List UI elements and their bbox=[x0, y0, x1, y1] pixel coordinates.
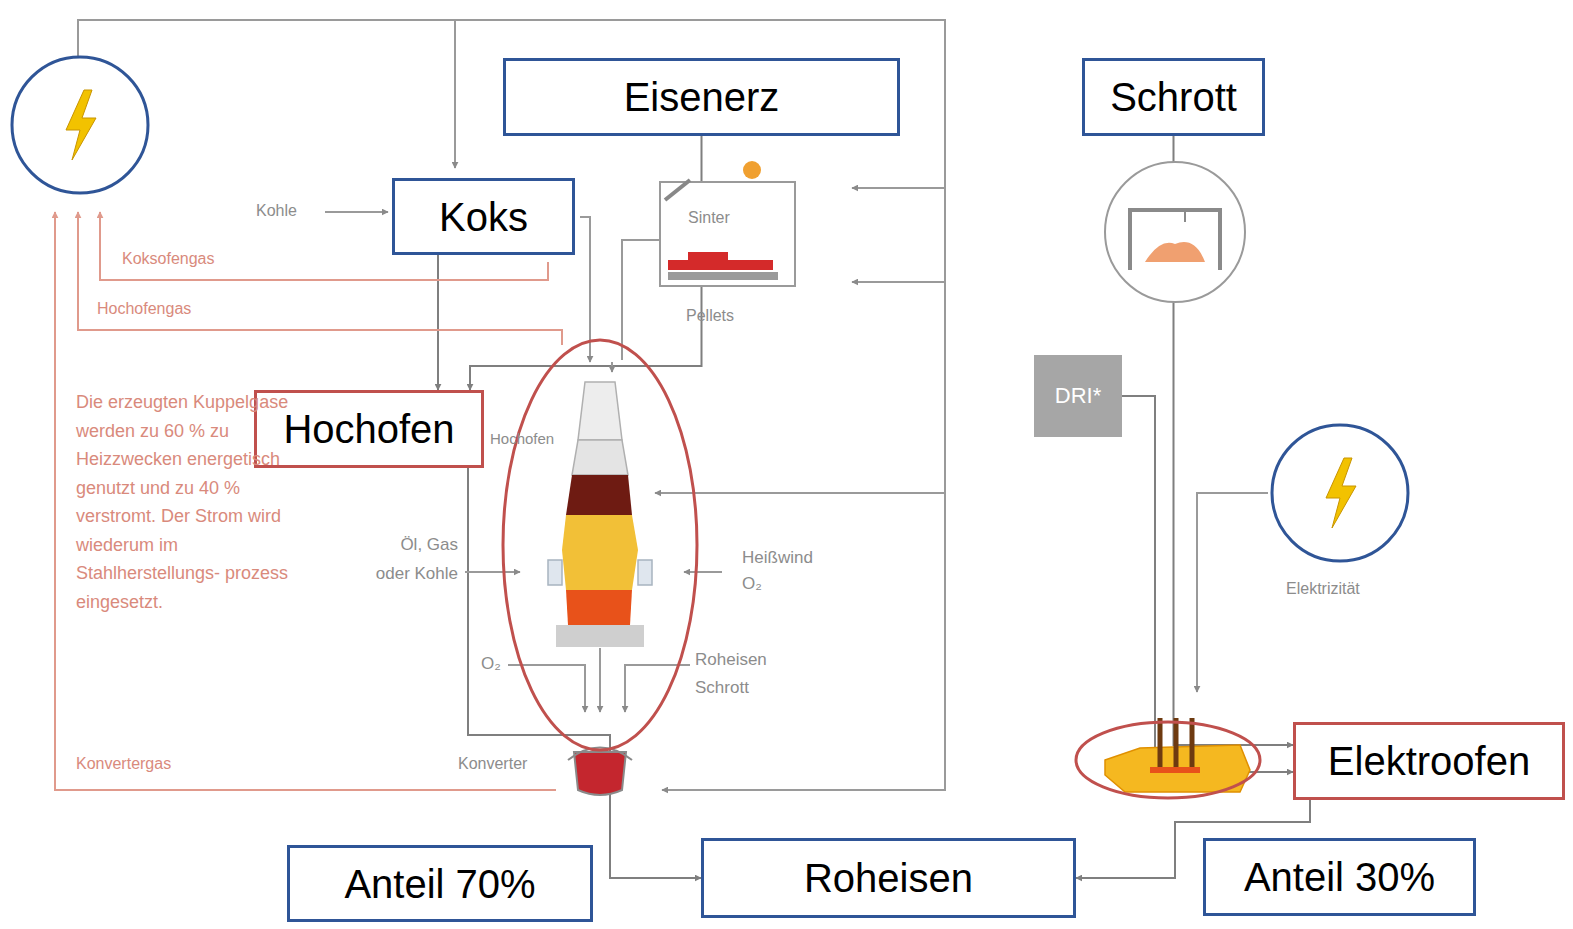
unit-label: Konverter bbox=[458, 754, 553, 773]
node-text: Eisenerz bbox=[624, 75, 780, 119]
furnace-label: Elektroofen bbox=[1293, 722, 1565, 800]
furnace-label: Hochofen bbox=[254, 390, 484, 468]
highlight-ellipse bbox=[503, 340, 697, 750]
dri-box-ground bbox=[1034, 355, 1122, 437]
node-text: Anteil 70% bbox=[344, 862, 535, 906]
output-box: Roheisen bbox=[701, 838, 1076, 918]
input-label: Roheisen Schrott bbox=[695, 646, 781, 702]
node-text: Schrott bbox=[1110, 75, 1237, 119]
input-label: O₂ bbox=[481, 654, 509, 674]
node-text: Anteil 30% bbox=[1244, 855, 1435, 899]
input-box: Schrott bbox=[1082, 58, 1265, 136]
input-box: Koks bbox=[392, 178, 575, 255]
input-box: Eisenerz bbox=[503, 58, 900, 136]
scrap-icon bbox=[1105, 162, 1245, 302]
material-label: Sinter bbox=[688, 208, 750, 227]
flow-arrow bbox=[1122, 396, 1293, 772]
flow-arrow bbox=[437, 255, 439, 390]
electric-furnace bbox=[1105, 718, 1250, 792]
material-label: Kohle bbox=[256, 201, 318, 220]
unit-label: Hochofen bbox=[490, 430, 562, 448]
material-label: Pellets bbox=[686, 306, 756, 325]
highlight-ellipse bbox=[1076, 722, 1260, 798]
converter bbox=[568, 748, 632, 796]
node-text: Elektroofen bbox=[1328, 739, 1530, 783]
node-text: DRI* bbox=[1055, 384, 1101, 408]
input-label: Heißwind O₂ bbox=[742, 545, 834, 597]
input-label: Öl, Gas oder Kohle bbox=[372, 530, 458, 588]
gas-label: Hochofengas bbox=[97, 299, 247, 318]
note-text: Die erzeugten Kuppelgase werden zu 60 % … bbox=[76, 388, 298, 616]
gas-lines bbox=[55, 212, 562, 790]
node-text: Hochofen bbox=[283, 407, 454, 451]
input-box: DRI* bbox=[1034, 355, 1122, 437]
energy-label: Elektrizität bbox=[1286, 579, 1401, 598]
gas-label: Konvertergas bbox=[76, 754, 226, 773]
node-text: Roheisen bbox=[804, 856, 973, 900]
share-box: Anteil 70% bbox=[287, 845, 593, 922]
sinter-pellets-icon bbox=[660, 161, 795, 286]
share-box: Anteil 30% bbox=[1203, 838, 1476, 916]
blast-furnace bbox=[548, 382, 652, 647]
gas-label: Koksofengas bbox=[122, 249, 272, 268]
node-text: Koks bbox=[439, 195, 528, 239]
